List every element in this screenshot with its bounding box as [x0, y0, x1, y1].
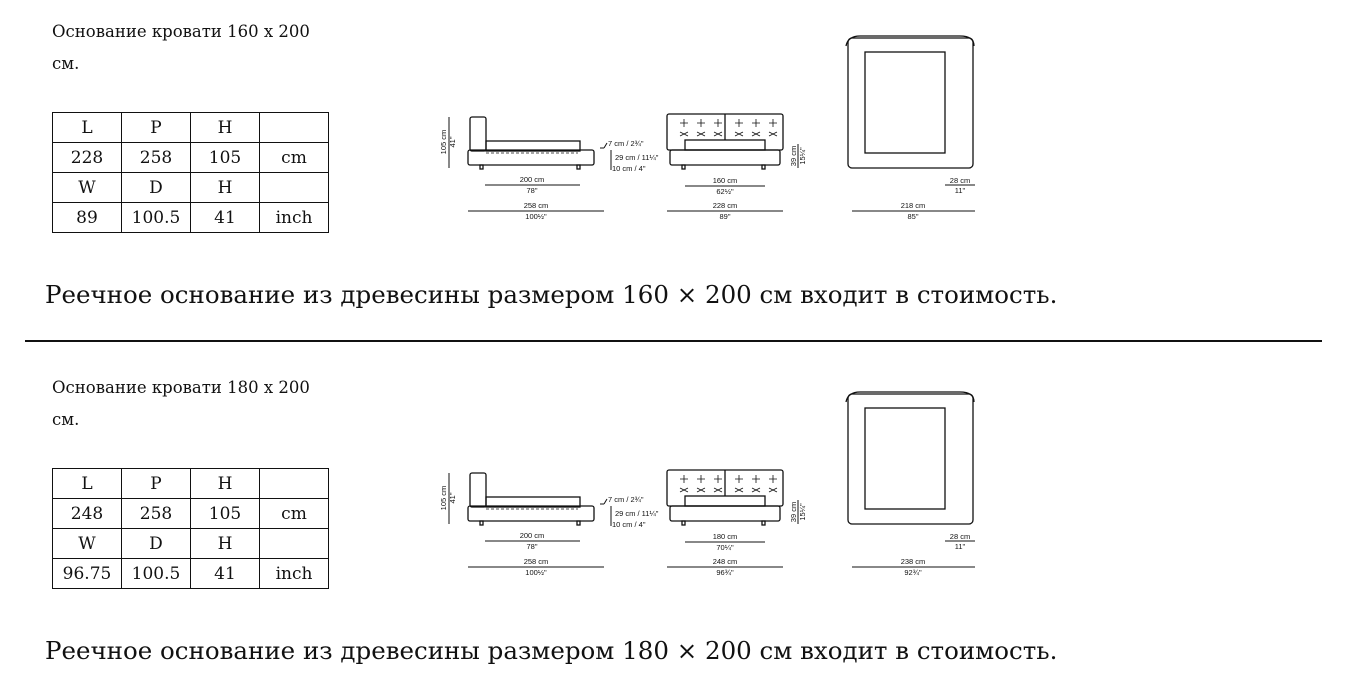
dimension-label: 92¾" [904, 568, 922, 577]
dimension-label: 228 cm [713, 201, 738, 210]
dimension-label: 70¼" [716, 543, 734, 552]
side-view [467, 116, 595, 170]
table-cell [259, 468, 329, 499]
dimension-label: 89" [719, 212, 730, 221]
divider [25, 340, 1322, 342]
section-title: Основание кровати 160 x 200 см. [52, 22, 310, 73]
dimension-label: 258 cm [524, 557, 549, 566]
table-cell: P [121, 468, 191, 499]
dimension-label: 248 cm [713, 557, 738, 566]
table-cell: 41 [190, 202, 260, 233]
caption: Реечное основание из древесины размером … [45, 636, 1058, 665]
top-view [845, 35, 975, 169]
front-view [666, 469, 784, 526]
table-cell: inch [259, 202, 329, 233]
dimension-label: 85" [907, 212, 918, 221]
table-cell: 41 [190, 558, 260, 589]
dimension-label: 7 cm / 2¾" [608, 495, 644, 504]
table-cell: 258 [121, 498, 191, 529]
top-view [845, 391, 975, 525]
table-cell: 96.75 [52, 558, 122, 589]
table-cell: P [121, 112, 191, 143]
dimension-label: 15¼" [798, 503, 807, 521]
table-cell: 105 [190, 498, 260, 529]
table-cell: 89 [52, 202, 122, 233]
dimension-label: 28 cm [950, 532, 970, 541]
dimension-label: 11" [955, 542, 966, 551]
dimension-label: 160 cm [713, 176, 738, 185]
dimension-label: 200 cm [520, 175, 545, 184]
dimension-label: 180 cm [713, 532, 738, 541]
dimension-label: 238 cm [901, 557, 926, 566]
dimension-label: 10 cm / 4" [612, 520, 646, 529]
dimension-label: 62½" [716, 187, 734, 196]
table-cell: cm [259, 498, 329, 529]
table-cell [259, 172, 329, 203]
table-cell: 258 [121, 142, 191, 173]
dimension-label: 15¼" [798, 147, 807, 165]
front-view [666, 113, 784, 170]
dimension-label: 29 cm / 11¼" [615, 153, 659, 162]
dimension-label: 105 cm [439, 486, 448, 511]
dimension-label: 258 cm [524, 201, 549, 210]
table-cell [259, 112, 329, 143]
section-title: Основание кровати 180 x 200 см. [52, 378, 310, 429]
table-cell: 105 [190, 142, 260, 173]
dimension-label: 100½" [525, 568, 547, 577]
dimension-label: 41" [448, 492, 457, 503]
dimension-label: 41" [448, 136, 457, 147]
dimension-label: 100½" [525, 212, 547, 221]
table-cell: inch [259, 558, 329, 589]
dimension-label: 10 cm / 4" [612, 164, 646, 173]
table-cell: cm [259, 142, 329, 173]
table-cell: L [52, 112, 122, 143]
table-cell: 228 [52, 142, 122, 173]
table-cell: 100.5 [121, 202, 191, 233]
dimension-label: 200 cm [520, 531, 545, 540]
dimension-label: 78" [526, 186, 537, 195]
table-cell [259, 528, 329, 559]
dimension-label: 105 cm [439, 130, 448, 155]
side-view [467, 472, 595, 526]
dimension-label: 7 cm / 2¾" [608, 139, 644, 148]
table-cell: H [190, 468, 260, 499]
dimension-label: 29 cm / 11¼" [615, 509, 659, 518]
dimension-label: 78" [526, 542, 537, 551]
dimension-label: 39 cm [789, 146, 798, 166]
dimension-label: 96¾" [716, 568, 734, 577]
dimension-label: 218 cm [901, 201, 926, 210]
dimension-label: 11" [955, 186, 966, 195]
caption: Реечное основание из древесины размером … [45, 280, 1058, 309]
dimension-label: 28 cm [950, 176, 970, 185]
dimension-label: 39 cm [789, 502, 798, 522]
